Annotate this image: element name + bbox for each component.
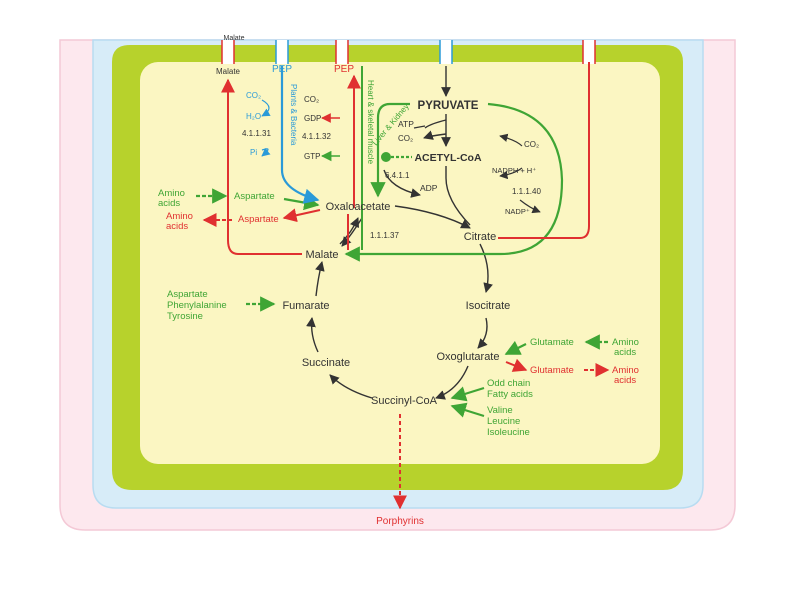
succinyl-coa-label: Succinyl-CoA	[371, 395, 438, 407]
pyruvate-enzyme-label: 6.4.1.1	[385, 171, 410, 180]
membrane-channels	[221, 40, 596, 64]
plants-bacteria-label: Plants & Bacteria	[289, 84, 298, 146]
leucine-label: Leucine	[487, 416, 520, 427]
succinate-label: Succinate	[302, 357, 350, 369]
aspartate-in-label: Aspartate	[234, 191, 275, 202]
glutamate-in-label: Glutamate	[530, 337, 574, 348]
atp-label: ATP	[398, 119, 414, 129]
pepc-pi-label: Pi	[250, 148, 257, 157]
valine-label: Valine	[487, 405, 513, 416]
pyruvate-co2-label: CO₂	[398, 134, 413, 143]
pepck-gdp-label: GDP	[304, 114, 321, 123]
glutamate-out-label: Glutamate	[530, 365, 574, 376]
glutamate-in-acids: acids	[614, 347, 636, 358]
tca-cycle-arrows	[306, 66, 493, 400]
green-pathways	[196, 66, 608, 418]
heart-muscle-label: Heart & skeletal muscle	[366, 80, 375, 165]
pepck-co2-label: CO₂	[304, 95, 319, 104]
red-pathways	[202, 62, 610, 510]
malic-enzyme-label: 1.1.1.40	[512, 187, 541, 196]
fumarate-input-aspartate: Aspartate	[167, 289, 208, 300]
pepc-enzyme-label: 4.1.1.31	[242, 129, 271, 138]
top-malate-label: Malate	[216, 67, 241, 76]
malic-nadp-label: NADP⁺	[505, 207, 530, 216]
fumarate-label: Fumarate	[282, 300, 329, 312]
citrate-label: Citrate	[464, 231, 496, 243]
malic-co2-label: CO₂	[524, 140, 539, 149]
aspartate-out-label: Aspartate	[238, 214, 279, 225]
pepc-h2o-label: H₂O	[246, 112, 261, 121]
porphyrins-label: Porphyrins	[376, 516, 424, 527]
malic-enzyme-arrows	[499, 133, 541, 214]
activation-dot	[381, 152, 391, 162]
pepck-gtp-label: GTP	[304, 152, 320, 161]
fumarate-input-tyrosine: Tyrosine	[167, 311, 203, 322]
pepc-co2-label: CO₂	[246, 91, 261, 100]
oxoglutarate-label: Oxoglutarate	[437, 351, 500, 363]
mdh-enzyme-label: 1.1.1.37	[370, 231, 399, 240]
isoleucine-label: Isoleucine	[487, 427, 530, 438]
acids-in-label: acids	[158, 198, 180, 209]
glutamate-out-acids: acids	[614, 375, 636, 386]
mitochondrial-matrix	[140, 62, 660, 464]
atp-arrow	[413, 125, 426, 129]
glutamate-in-amino: Amino	[612, 337, 639, 348]
pyruvate-label: PYRUVATE	[418, 100, 479, 112]
oxaloacetate-label: Oxaloacetate	[326, 201, 391, 213]
malate-label: Malate	[305, 249, 338, 261]
malate-cut-label: Malate	[223, 35, 244, 42]
blue-pathways	[261, 66, 320, 204]
amino-in-label: Amino	[158, 188, 185, 199]
isocitrate-label: Isocitrate	[466, 300, 511, 312]
acids-out-label: acids	[166, 221, 188, 232]
adp-label: ADP	[420, 183, 438, 193]
fumarate-input-phenylalanine: Phenylalanine	[167, 300, 227, 311]
amino-out-label: Amino	[166, 211, 193, 222]
acetyl-coa-label: ACETYL-CoA	[414, 152, 481, 164]
glutamate-out-amino: Amino	[612, 365, 639, 376]
odd-chain-label: Odd chain	[487, 378, 530, 389]
malic-nadph-label: NADPH + H⁺	[492, 166, 536, 175]
top-pep-blue-label: PEP	[272, 64, 292, 75]
pepck-enzyme-label: 4.1.1.32	[302, 132, 331, 141]
top-pep-red-label: PEP	[334, 64, 354, 75]
fatty-acids-label: Fatty acids	[487, 389, 533, 400]
